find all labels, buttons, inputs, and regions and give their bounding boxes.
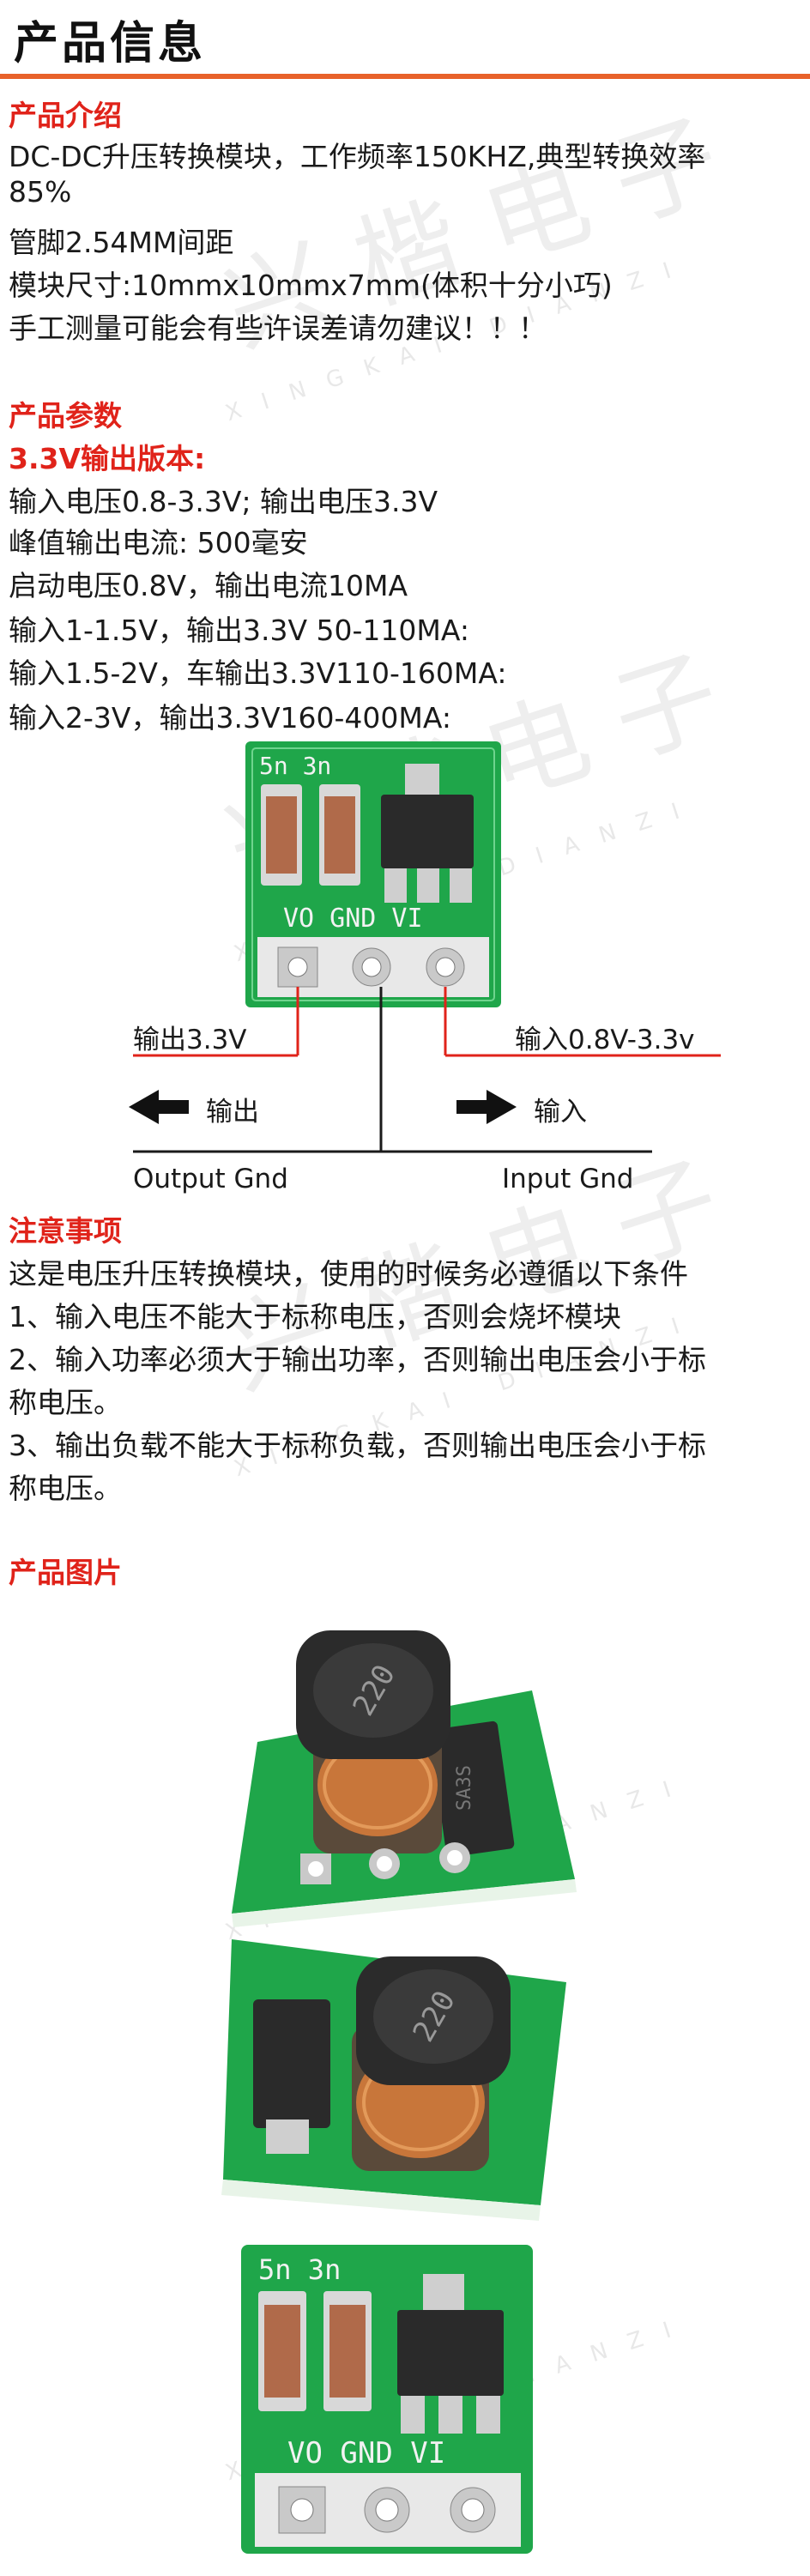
intro-line: DC-DC升压转换模块，工作频率150KHZ,典型转换效率 [9,140,706,173]
params-line: 峰值输出电流: 500毫安 [9,526,308,559]
input-voltage-label: 输入0.8V-3.3v [515,1025,695,1055]
silk-top-label: 5n 3n [259,752,331,780]
intro-line: 模块尺寸:10mmx10mmx7mm(体积十分小巧) [9,269,613,302]
notes-line: 称电压。 [9,1386,122,1419]
intro-line: 85% [9,175,72,209]
product-photo-1: SA3S 220 [232,1630,577,1927]
params-line: 输入1-1.5V，输出3.3V 50-110MA: [9,614,469,647]
input-arrow-icon [456,1090,517,1124]
output-arrow-icon [129,1090,189,1124]
regulator-chip [397,2310,504,2396]
notes-line: 3、输出负载不能大于标称负载，否则输出电压会小于标 [9,1429,706,1462]
silk-pin-labels: VO GND VI [287,2436,445,2470]
intro-line: 手工测量可能会有些许误差请勿建议！！！ [9,311,547,345]
header-divider [0,74,810,79]
module-top-view-diagram: 5n 3n VO GND VI [245,741,501,1007]
notes-line: 2、输入功率必须大于输出功率，否则输出电压会小于标 [9,1343,706,1376]
params-line: 启动电压0.8V，输出电流10MA [9,569,408,602]
chip-marking: SA3S [454,1765,475,1811]
params-line: 输入电压0.8-3.3V; 输出电压3.3V [9,485,438,518]
intro-title: 产品介绍 [9,99,122,132]
diode-chip [429,1720,515,1858]
silk-pin-labels: VO GND VI [283,904,423,934]
params-line: 输入2-3V，输出3.3V160-400MA: [9,701,451,735]
params-version: 3.3V输出版本: [9,442,206,475]
output-arrow-label: 输出 [206,1097,259,1128]
wiring-diagram [129,987,721,1153]
product-photo-2: 220 [221,1939,566,2221]
diode-chip [253,1999,330,2128]
page-header: 产品信息 [0,0,810,79]
output-gnd-label: Output Gnd [133,1164,288,1194]
chip-tab [405,764,439,798]
params-line: 输入1.5-2V，车输出3.3V110-160MA: [9,656,507,690]
notes-line: 称电压。 [9,1472,122,1505]
silk-top-label: 5n 3n [258,2253,341,2286]
page-title: 产品信息 [14,18,207,70]
notes-line: 1、输入电压不能大于标称电压，否则会烧坏模块 [9,1300,621,1333]
intro-line: 管脚2.54MM间距 [9,226,234,259]
input-gnd-label: Input Gnd [502,1164,634,1194]
notes-title: 注意事项 [9,1214,122,1248]
input-arrow-label: 输入 [534,1097,587,1128]
notes-line: 这是电压升压转换模块，使用的时候务必遵循以下条件 [9,1257,688,1291]
params-title: 产品参数 [9,399,122,432]
regulator-chip [381,795,474,868]
product-photo-3: 5n 3n VO GND VI [241,2245,533,2554]
photos-title: 产品图片 [9,1556,122,1589]
output-voltage-label: 输出3.3V [133,1025,247,1055]
